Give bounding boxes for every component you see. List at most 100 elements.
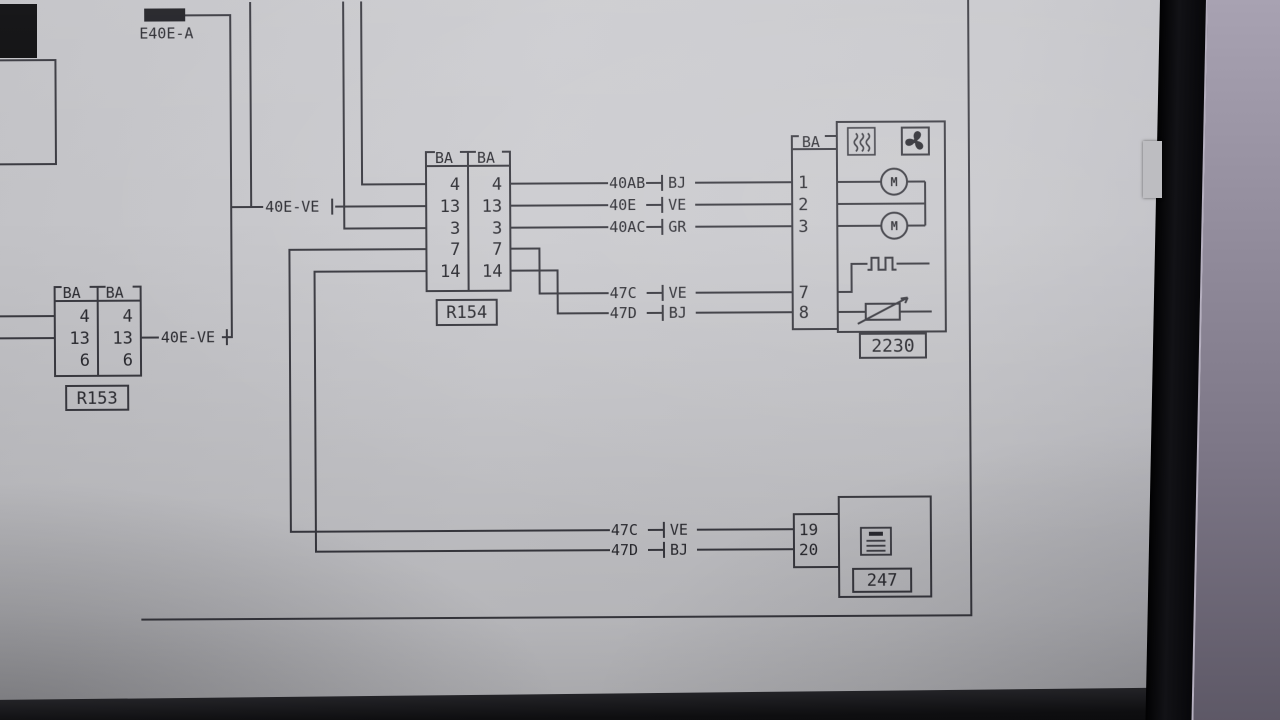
r153-ba-right: BA	[106, 284, 124, 302]
wire-label-40e-r154: 40E-VE	[265, 198, 319, 216]
diagram-text: E40E-A 40E-VE 40E-VE BA BA 4 13 3 7 14 4…	[63, 24, 915, 591]
c2230-pin: 8	[799, 303, 809, 323]
wire-40e-to-r154	[230, 198, 428, 215]
wire-40e-splice-feed	[184, 14, 233, 339]
wire-color: VE	[669, 284, 687, 302]
wire-num: 40E	[609, 196, 636, 214]
c2230-pin: 7	[799, 283, 809, 303]
wires	[0, 0, 795, 558]
wire-40e-right	[509, 203, 794, 207]
label-tick	[646, 196, 664, 213]
screen-corner-artifact	[0, 4, 37, 58]
r154-ba-right: BA	[477, 149, 495, 167]
r154-pin: 3	[492, 219, 502, 239]
motor-common-wire	[837, 181, 927, 226]
motor-letter: M	[890, 175, 897, 189]
connector-r154	[424, 150, 512, 327]
label-box	[852, 567, 913, 593]
component-box	[837, 495, 933, 598]
wire-top-feed-1	[249, 1, 253, 209]
r153-pin: 4	[122, 307, 132, 327]
wire-num: 47C	[610, 284, 637, 302]
page-border	[141, 0, 973, 621]
connector-r153	[53, 285, 143, 412]
wire-40e-to-r153	[139, 329, 233, 346]
r154-pin: 4	[492, 175, 502, 195]
wire-num: 40AB	[609, 174, 645, 192]
wire-label-40e-r153: 40E-VE	[161, 328, 215, 346]
wire-color: BJ	[668, 174, 686, 192]
wire-47d-to-247	[313, 270, 795, 553]
wire-40ab	[509, 181, 794, 185]
thermistor-symbol	[837, 296, 932, 325]
r154-pin: 13	[440, 197, 461, 217]
wire-num: 47C	[611, 521, 638, 539]
r153-pin: 4	[79, 307, 89, 327]
label-tick	[646, 304, 664, 321]
c247-pin: 20	[799, 540, 818, 559]
component-247	[792, 495, 933, 598]
c2230-pin: 2	[798, 195, 808, 215]
heater-icon	[846, 126, 876, 156]
r153-pin: 13	[112, 329, 133, 349]
wire-color: BJ	[669, 304, 687, 322]
ba-bracket	[424, 150, 511, 168]
wire-color: VE	[668, 196, 686, 214]
wire-47d-to-2230	[509, 269, 794, 315]
wire-color: VE	[670, 521, 688, 539]
splice-label: E40E-A	[139, 24, 193, 42]
component-shapes	[53, 0, 973, 621]
r154-pin: 3	[450, 219, 460, 239]
motor-letter: M	[891, 219, 898, 233]
r153-pin: 13	[69, 329, 90, 349]
c2230-pin: 3	[798, 217, 808, 237]
wire-num: 47D	[611, 541, 638, 559]
r153-ba-left: BA	[63, 284, 81, 302]
monitor-casing	[1191, 0, 1280, 720]
splice-block	[144, 8, 186, 22]
ba-bracket	[53, 285, 142, 301]
label-box	[435, 298, 498, 327]
component-2230	[790, 120, 947, 359]
c2230-id: 2230	[871, 336, 914, 357]
c2230-pin: 1	[798, 173, 808, 193]
r154-id: R154	[446, 303, 487, 323]
r154-pin: 13	[482, 197, 503, 217]
label-tick	[647, 541, 666, 558]
wire-40ac	[509, 225, 794, 229]
r153-pin: 6	[80, 351, 90, 371]
r154-pin: 14	[482, 262, 503, 282]
partial-component-box	[0, 59, 57, 166]
wire-num: 47D	[610, 304, 637, 322]
r153-id: R153	[77, 389, 118, 409]
wire-color: BJ	[670, 541, 688, 559]
r154-pin: 14	[440, 262, 461, 282]
r154-pin: 7	[492, 240, 502, 260]
label-box	[65, 384, 130, 412]
motor-2-symbol	[837, 211, 926, 240]
pulse-symbol	[837, 256, 930, 293]
module-icon	[859, 526, 892, 556]
motor-1-symbol	[837, 167, 926, 196]
c2230-ba: BA	[802, 133, 820, 151]
wire-top-feed-pin3	[342, 0, 428, 230]
r153-pin: 6	[123, 351, 133, 371]
c247-id: 247	[867, 571, 898, 591]
scrollbar-thumb[interactable]	[1143, 141, 1162, 198]
r154-ba-left: BA	[435, 149, 453, 167]
wire-color: GR	[668, 218, 687, 236]
wire-r153-left-stubs	[0, 315, 56, 340]
r154-pin: 7	[450, 240, 460, 260]
c247-pin: 19	[799, 520, 818, 539]
wire-num: 40AC	[609, 218, 645, 236]
label-box	[858, 332, 927, 359]
r154-pin: 4	[450, 175, 460, 195]
fan-icon	[900, 126, 930, 156]
label-tick	[646, 284, 664, 301]
label-tick	[646, 218, 664, 235]
wire-top-feed-pin4	[360, 0, 428, 186]
label-tick	[646, 174, 664, 191]
